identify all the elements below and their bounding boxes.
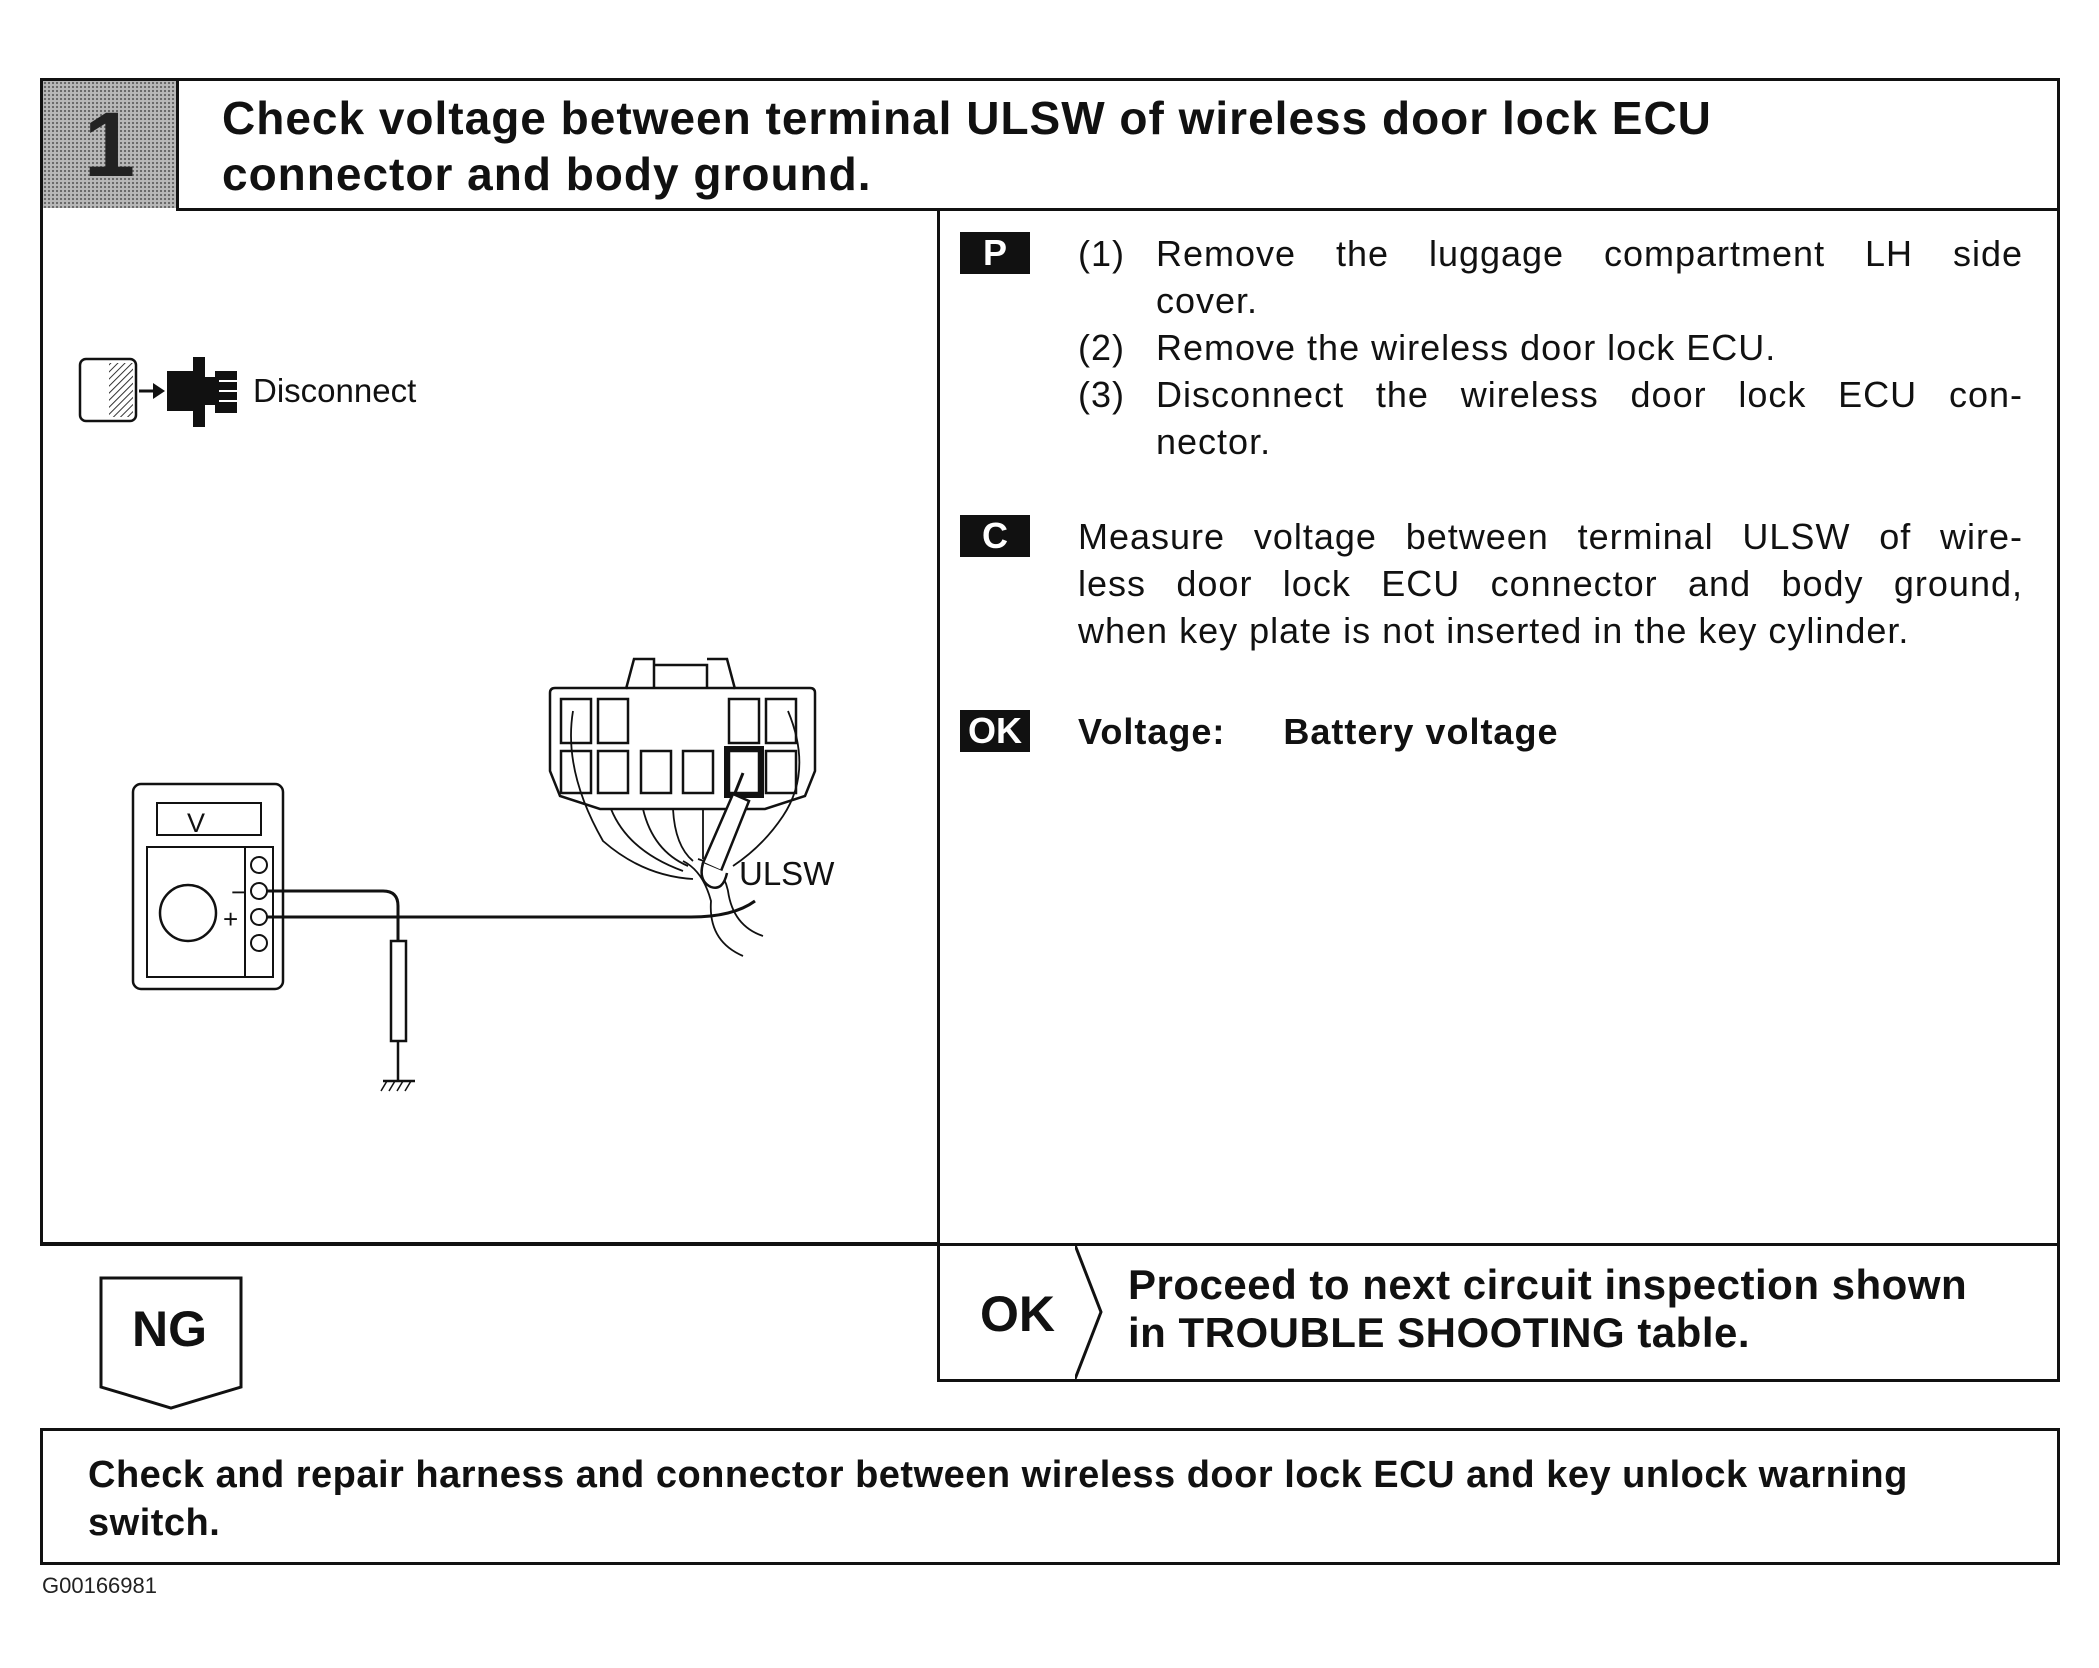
- figure-code: G00166981: [42, 1573, 157, 1598]
- procedure-badge: P: [960, 232, 1030, 274]
- voltmeter-icon: [131, 782, 285, 991]
- repair-line-1: Check and repair harness and connector b…: [88, 1454, 1908, 1496]
- voltage-value: Battery voltage: [1283, 711, 1559, 752]
- title-divider: [176, 208, 2060, 211]
- probe-leads: [267, 889, 756, 941]
- left-bottom-divider: [40, 1242, 940, 1245]
- disconnect-icon: [78, 357, 237, 427]
- disconnect-label: Disconnect: [253, 372, 416, 409]
- minus-terminal-label: −: [231, 877, 246, 907]
- meter-label: V: [187, 808, 205, 838]
- check-text: Measure voltage between terminal ULSW of…: [1078, 513, 2023, 654]
- ok-result-line-1: Proceed to next circuit inspection shown: [1128, 1261, 1968, 1308]
- step-number-box: 1: [43, 81, 179, 208]
- procedure-steps: (1) Remove the luggage compartment LH si…: [1078, 230, 2023, 465]
- voltage-label: Voltage:: [1078, 711, 1226, 752]
- procedure-step-1-cont: cover.: [1156, 280, 1259, 321]
- column-divider: [937, 211, 940, 1245]
- test-probe-icon: [700, 772, 751, 889]
- ok-result-panel: OK Proceed to next circuit inspection sh…: [937, 1245, 2060, 1382]
- wiring-diagram: Disconnect V − +: [78, 357, 835, 1092]
- ok-spec-text: Voltage: Battery voltage: [1078, 708, 1558, 755]
- wire-harness: [570, 710, 801, 957]
- check-line-2: less door lock ECU connector and body gr…: [1078, 563, 2023, 604]
- procedure-step-3: (3) Disconnect the wireless door lock EC…: [1078, 374, 2023, 415]
- check-line-3: when key plate is not inserted in the ke…: [1078, 610, 1910, 651]
- check-badge: C: [960, 515, 1030, 557]
- step-title-line-2: connector and body ground.: [222, 148, 872, 200]
- right-bottom-divider: [937, 1243, 2060, 1246]
- ng-marker-shape: [99, 1276, 243, 1410]
- ulsw-terminal-label: ULSW: [739, 855, 835, 892]
- plus-terminal-label: +: [223, 904, 238, 934]
- ok-result-label: OK: [980, 1286, 1055, 1342]
- repair-text: Check and repair harness and connector b…: [88, 1451, 2028, 1547]
- repair-line-2: switch.: [88, 1502, 221, 1544]
- procedure-step-3-cont: nector.: [1156, 421, 1272, 462]
- ground-probe-icon: [380, 939, 415, 1092]
- step-title-line-1: Check voltage between terminal ULSW of w…: [222, 92, 1712, 144]
- check-line-1: Measure voltage between terminal ULSW of…: [1078, 516, 2023, 557]
- ecu-connector-icon: [548, 657, 817, 811]
- ok-result-line-2: in TROUBLE SHOOTING table.: [1128, 1309, 1751, 1356]
- ok-arrow-divider: [1075, 1245, 1103, 1379]
- repair-box: Check and repair harness and connector b…: [40, 1428, 2060, 1565]
- ok-result-text: Proceed to next circuit inspection shown…: [1128, 1261, 1967, 1357]
- ok-spec-badge: OK: [960, 710, 1030, 752]
- procedure-step-1: (1) Remove the luggage compartment LH si…: [1078, 233, 2023, 274]
- ng-result-label: NG: [132, 1301, 207, 1357]
- step-number: 1: [83, 93, 136, 196]
- step-title: Check voltage between terminal ULSW of w…: [222, 90, 2022, 202]
- procedure-step-2: (2) Remove the wireless door lock ECU.: [1078, 327, 1777, 368]
